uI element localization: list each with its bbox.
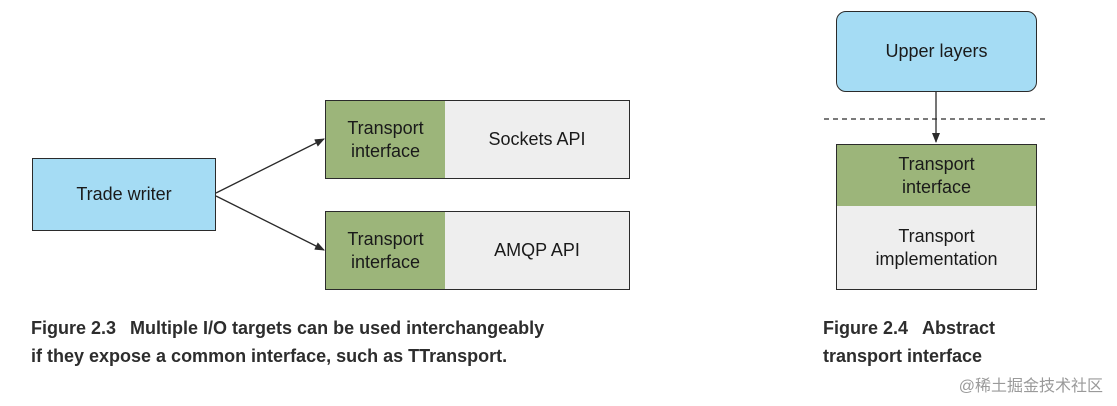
top-transport-interface-box: Transport interface [325,100,446,179]
trade-writer-label: Trade writer [76,184,172,204]
upper-layers-box: Upper layers [836,11,1037,92]
transport-implementation-label: Transport implementation [875,225,998,269]
transport-interface-box: Transport interface [836,144,1037,207]
figure-2-3-caption-line1: Figure 2.3 Multiple I/O targets can be us… [31,314,651,342]
sockets-api-label: Sockets API [488,129,586,149]
figure-2-3-number: Figure 2.3 [31,318,117,338]
figure-2-4-caption-text1: Abstract [922,318,996,338]
figure-2-4-caption: Figure 2.4 Abstract transport interface [823,314,1083,370]
amqp-api-box: AMQP API [445,211,630,290]
watermark: @稀土掘金技术社区 [958,378,1103,395]
figure-2-4-caption-line2: transport interface [823,346,983,366]
amqp-api-label: AMQP API [494,240,580,260]
figure-2-3-caption-line2: if they expose a common interface, such … [31,346,508,366]
figure-2-3-caption: Figure 2.3 Multiple I/O targets can be us… [31,314,651,370]
transport-interface-label: Transport interface [898,153,975,197]
bottom-transport-interface-box: Transport interface [325,211,446,290]
arrow-to-sockets [215,138,325,194]
trade-writer-box: Trade writer [32,158,216,231]
top-transport-interface-label: Transport interface [347,117,424,161]
upper-layers-label: Upper layers [885,41,988,61]
sockets-api-box: Sockets API [445,100,630,179]
figure-2-3-caption-text1: Multiple I/O targets can be used interch… [130,318,545,338]
bottom-transport-interface-label: Transport interface [347,228,424,272]
figure-2-4-caption-line1: Figure 2.4 Abstract [823,314,1083,342]
figure-2-4-number: Figure 2.4 [823,318,909,338]
arrow-to-amqp [215,195,325,251]
transport-implementation-box: Transport implementation [836,206,1037,290]
